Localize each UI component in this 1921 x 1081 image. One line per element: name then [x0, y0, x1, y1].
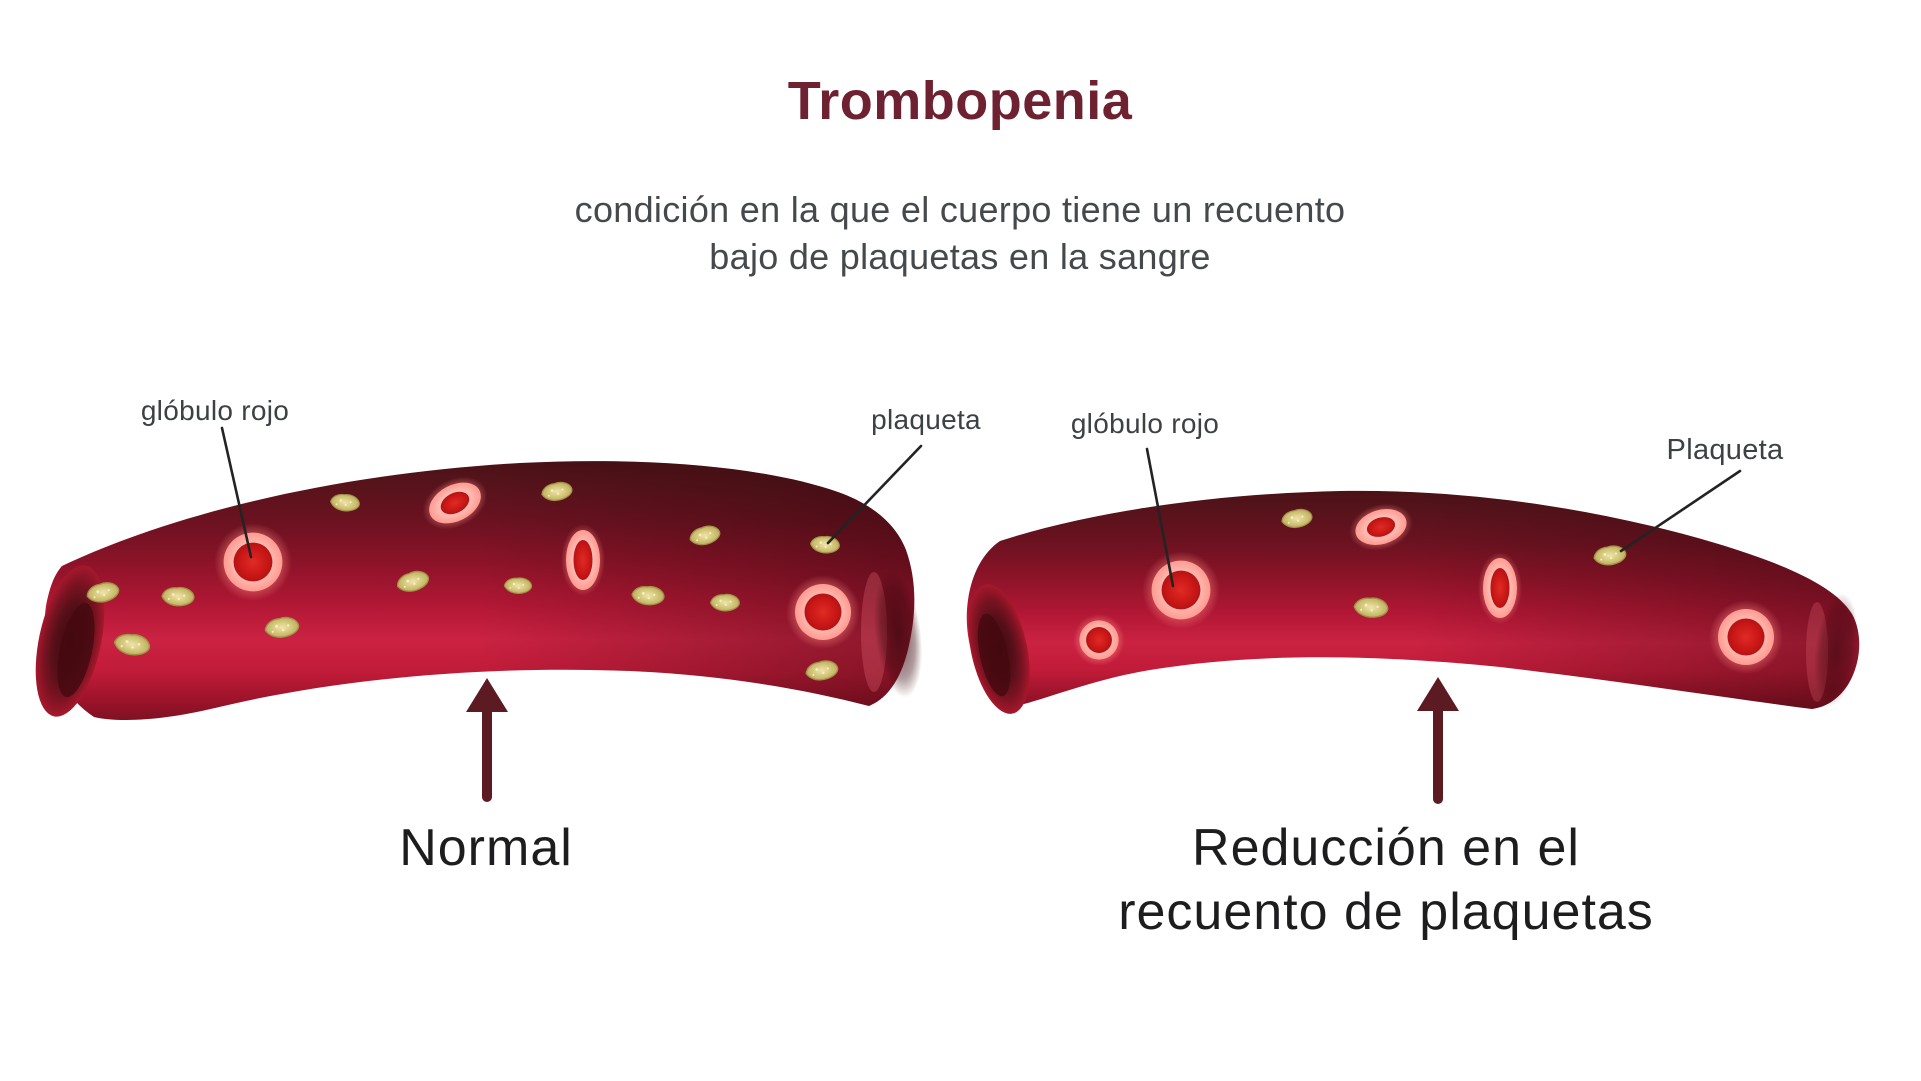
caption-reduced-line-1: Reducción en el	[1192, 819, 1580, 877]
vessel-end-shading	[966, 490, 1860, 709]
right-rbc-pointer-line	[1145, 447, 1175, 588]
right-platelet-pointer-line	[1619, 469, 1742, 553]
normal-up-arrow	[466, 678, 508, 802]
vessel-lumen-shadow	[977, 613, 1011, 697]
left-platelet-pointer-line	[826, 444, 923, 545]
red-blood-cell	[786, 575, 860, 649]
red-blood-cell	[1142, 551, 1220, 629]
vessel-end-cap	[873, 570, 923, 698]
label-right-platelet: Plaqueta	[1666, 434, 1784, 466]
reduced-platelet-vessel-illustration	[966, 490, 1860, 714]
reduced-up-arrow	[1417, 677, 1459, 804]
page-title: Trombopenia	[787, 71, 1133, 131]
caption-reduced-line-2: recuento de plaquetas	[1118, 883, 1654, 941]
subtitle-line-1: condición en la que el cuerpo tiene un r…	[574, 189, 1346, 230]
red-blood-cell	[214, 523, 292, 601]
subtitle-line-2: bajo de plaquetas en la sangre	[709, 236, 1211, 277]
vessel-end-cap	[1814, 593, 1858, 707]
label-right-red-blood-cell: glóbulo rojo	[1070, 408, 1220, 439]
arrows	[466, 677, 1459, 804]
left-rbc-pointer-line	[220, 426, 253, 559]
caption-reduced: Reducción en el recuento de plaquetas	[1118, 816, 1654, 944]
red-blood-cell	[561, 524, 605, 596]
red-blood-cell	[1478, 552, 1522, 624]
red-blood-cell	[1709, 600, 1783, 674]
label-left-red-blood-cell: glóbulo rojo	[140, 395, 290, 426]
page-subtitle: condición en la que el cuerpo tiene un r…	[575, 186, 1346, 280]
vessel-lumen-shadow	[57, 602, 95, 698]
caption-normal: Normal	[399, 819, 573, 877]
label-left-platelet: plaqueta	[871, 404, 981, 435]
normal-vessel-illustration	[35, 461, 923, 720]
red-blood-cell	[1073, 614, 1125, 666]
